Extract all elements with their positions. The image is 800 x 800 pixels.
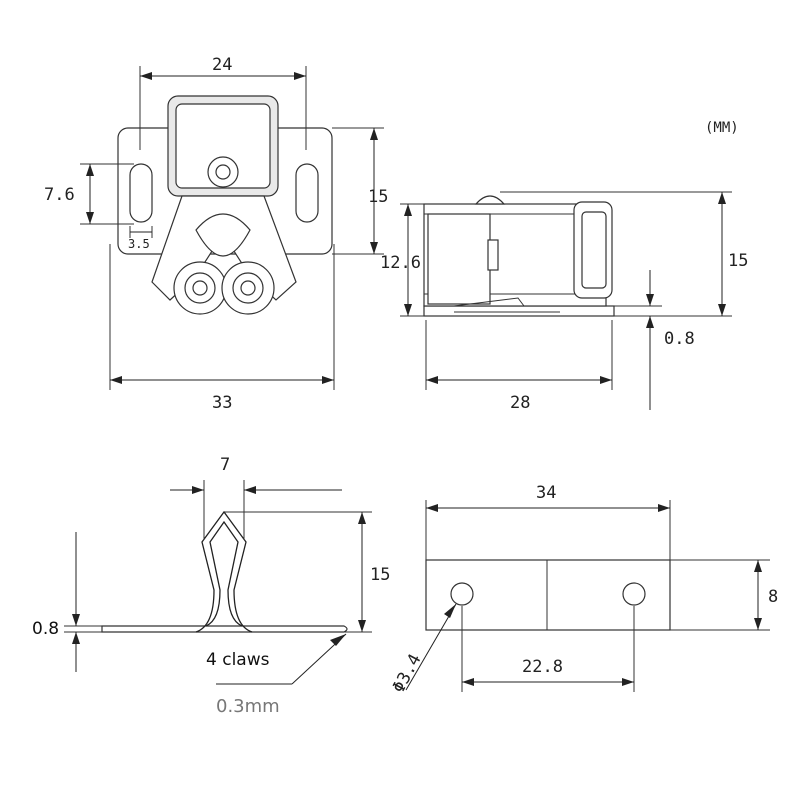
- dim-7: 7: [220, 455, 230, 475]
- left-slot: [129, 163, 153, 223]
- dim-7-6: 7.6: [44, 185, 75, 205]
- front-view: 24 7.6 3.5 15 33: [44, 55, 388, 413]
- side-base: [423, 305, 615, 317]
- dim-15-front: 15: [368, 187, 388, 207]
- dim-0-8-side: 0.8: [664, 329, 695, 349]
- dim-24: 24: [212, 55, 232, 75]
- strike-plate-view: 34 8 Φ3.4 22.8: [389, 483, 778, 696]
- dim-15-claw: 15: [370, 565, 390, 585]
- dim-22-8: 22.8: [522, 657, 563, 677]
- side-top-bump: [474, 195, 506, 205]
- dim-34: 34: [536, 483, 556, 503]
- dim-33: 33: [212, 393, 232, 413]
- claw-view: 7 15 0.8 4 claws 0.3mm: [32, 455, 390, 717]
- claws-note: 4 claws: [206, 650, 270, 670]
- roller-left-hub: [192, 280, 208, 296]
- side-roller-inner: [581, 211, 607, 289]
- side-housing: [427, 213, 491, 305]
- housing-inner: [175, 103, 271, 189]
- dim-3-5: 3.5: [128, 237, 150, 251]
- right-slot: [295, 163, 319, 223]
- roller-right-hub: [240, 280, 256, 296]
- dim-8: 8: [768, 587, 778, 607]
- dim-28: 28: [510, 393, 530, 413]
- side-screw: [487, 239, 499, 271]
- dim-15-side: 15: [728, 251, 748, 271]
- side-view: 12.6 15 0.8 28: [380, 191, 748, 413]
- unit-note: (MM): [705, 120, 739, 136]
- hole-right: [622, 582, 646, 606]
- thickness-note: 0.3mm: [216, 696, 280, 717]
- hole-left: [450, 582, 474, 606]
- claw-inner: [205, 520, 243, 627]
- center-screw-inner: [215, 164, 231, 180]
- dim-0-8-claw: 0.8: [32, 619, 59, 639]
- claw-plate: [101, 625, 348, 633]
- claw-window: [195, 213, 251, 257]
- dim-12-6: 12.6: [380, 253, 421, 273]
- dim-hole: Φ3.4: [389, 651, 426, 697]
